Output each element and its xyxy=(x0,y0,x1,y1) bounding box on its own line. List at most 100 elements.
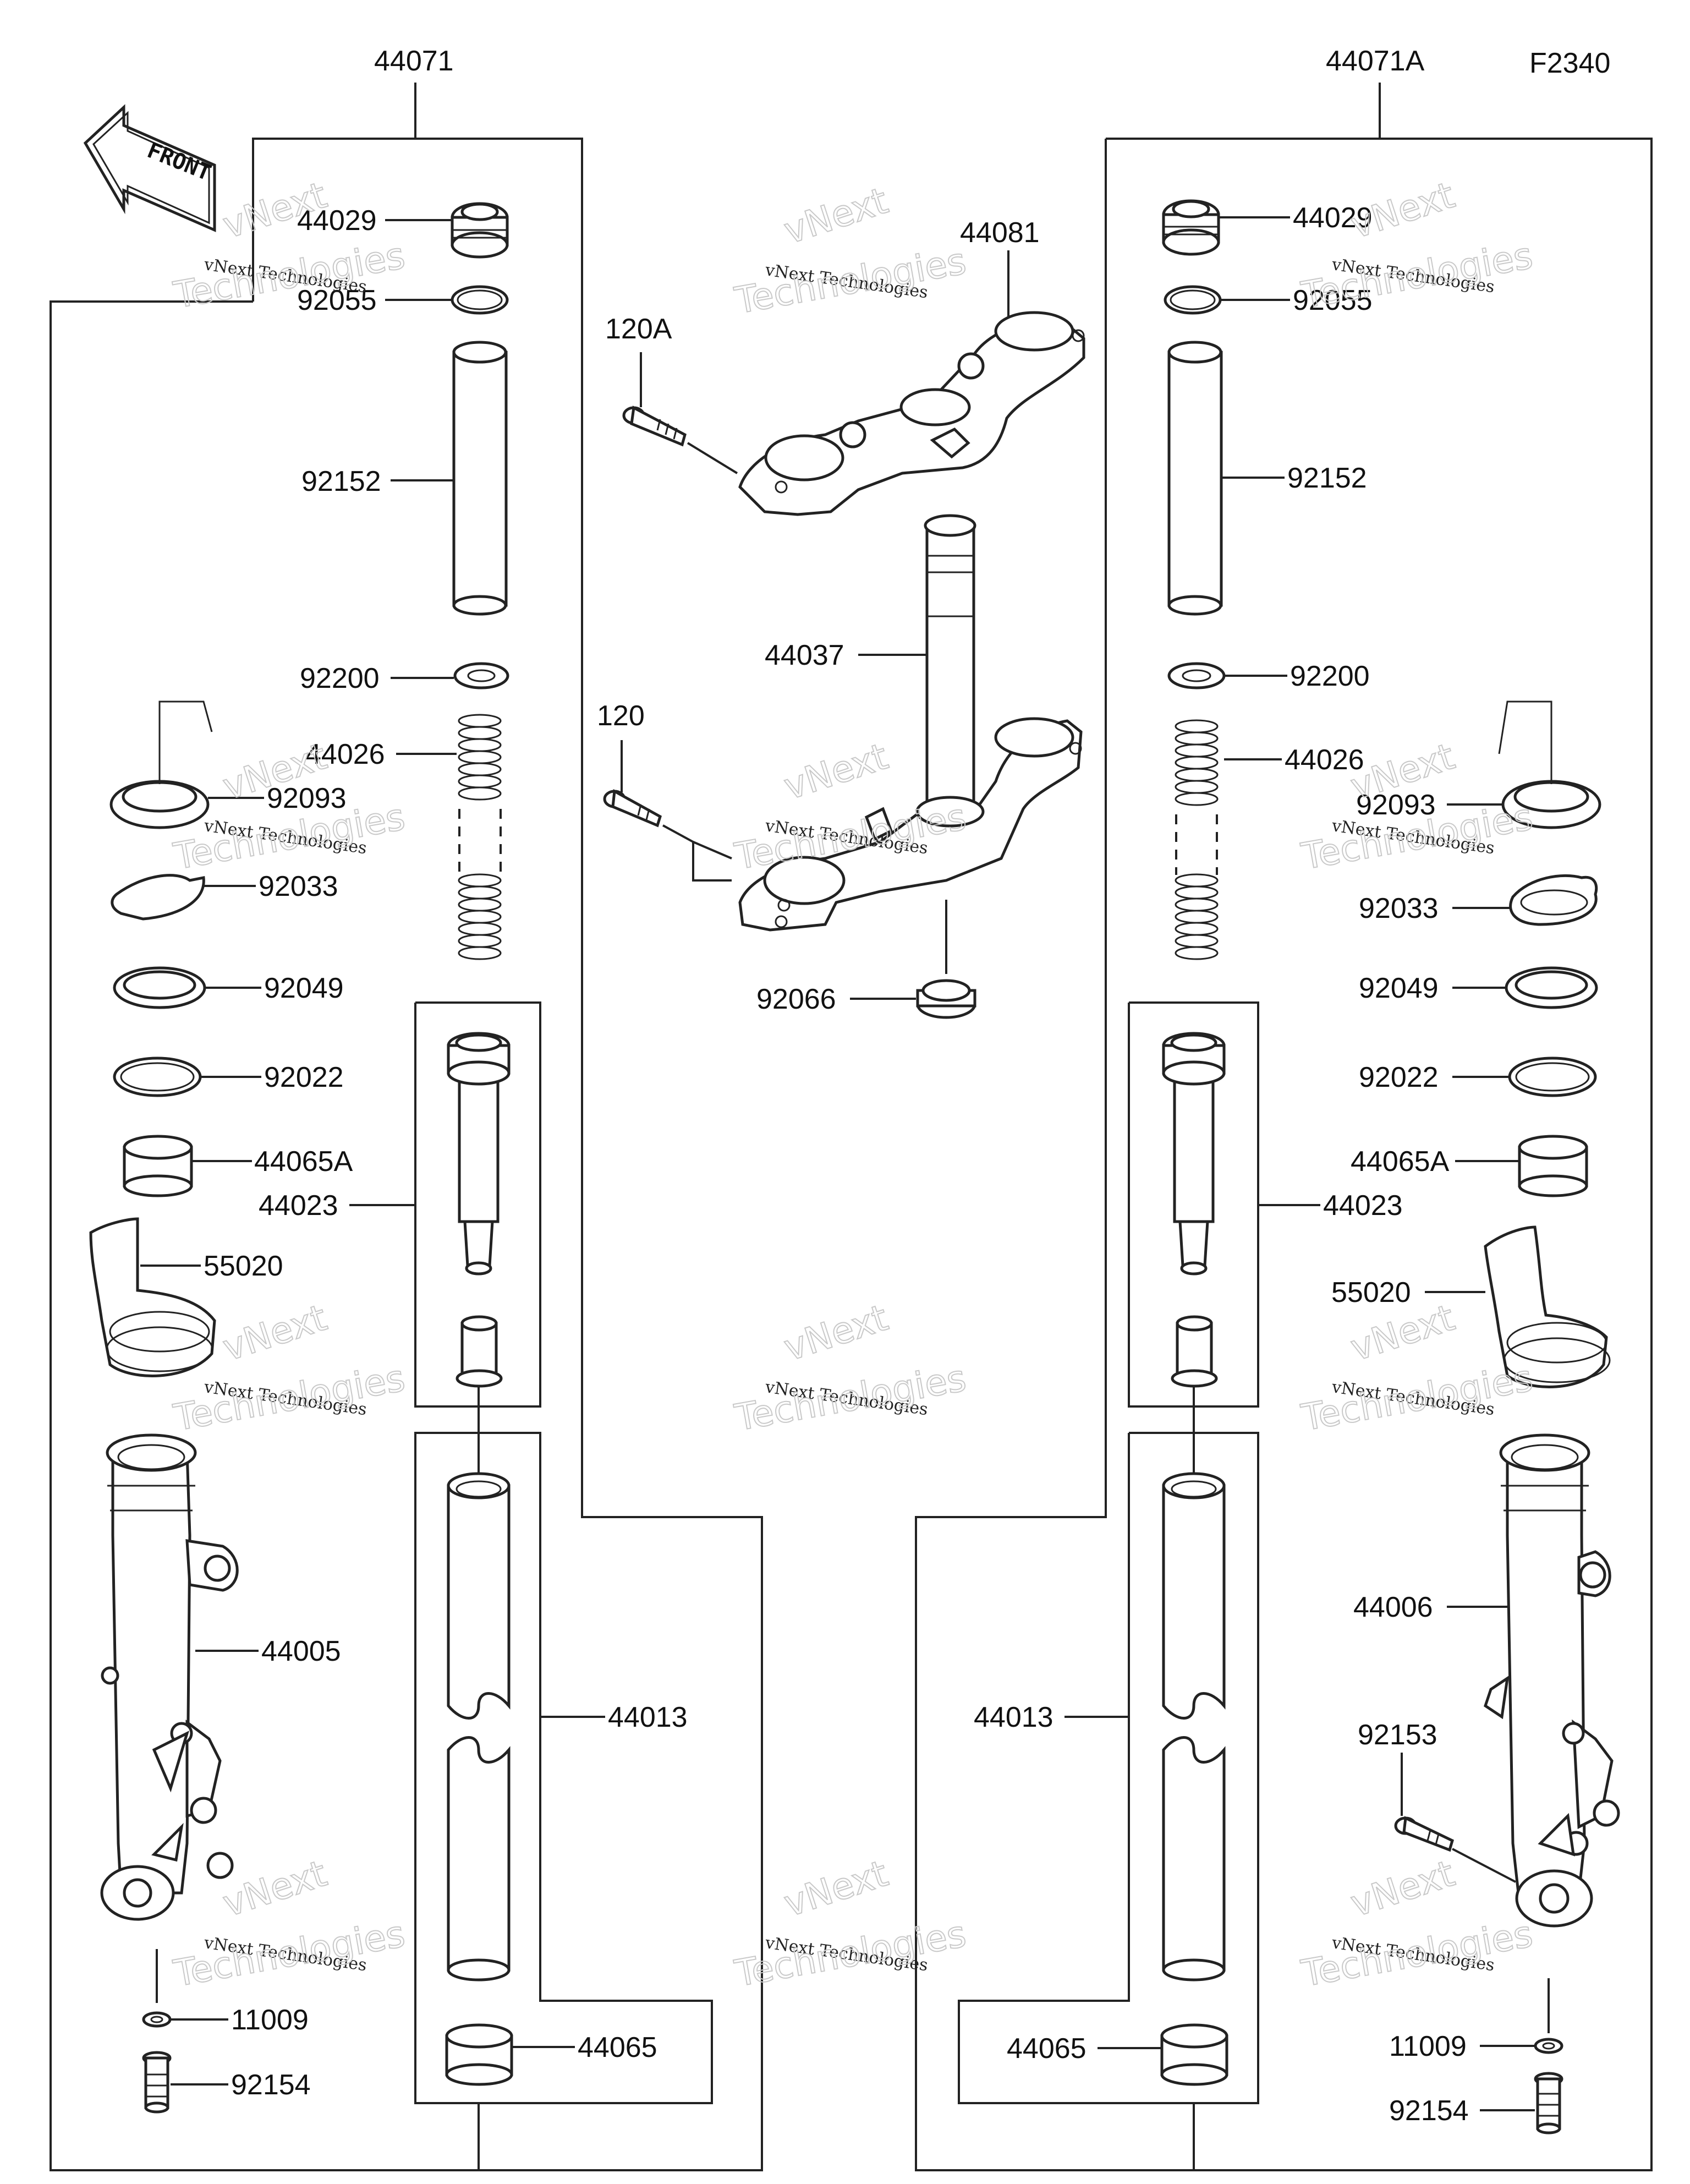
left-pipe-part xyxy=(452,341,508,616)
left-cap-bolt-part xyxy=(451,202,509,259)
left-label-92154: 92154 xyxy=(231,2069,311,2101)
right-stop-ring-part xyxy=(1509,874,1598,926)
watermark-outline-top: vNext xyxy=(779,735,893,808)
spring-coil xyxy=(1175,873,1219,888)
stem-part xyxy=(738,514,1083,932)
left-assembly-number: 44071 xyxy=(374,45,454,77)
watermark-outline-top: vNext xyxy=(218,1852,332,1925)
left-label-44065a: 44065A xyxy=(254,1146,353,1178)
right-outer-tube-part xyxy=(1484,1433,1620,1928)
right-inner-tube-part xyxy=(1162,1472,1226,1982)
left-label-44029: 44029 xyxy=(297,205,377,237)
right-label-44065a: 44065A xyxy=(1351,1146,1450,1178)
right-label-11009: 11009 xyxy=(1389,2030,1467,2062)
spring-coil xyxy=(1175,946,1219,960)
left-washer-part xyxy=(453,662,509,689)
watermark-outline-bottom: Technologies xyxy=(171,1357,408,1439)
left-label-44065: 44065 xyxy=(578,2032,657,2063)
left-cylinder-unit-part xyxy=(447,1032,511,1388)
right-label-92154: 92154 xyxy=(1389,2095,1469,2127)
spring-coil xyxy=(458,750,502,764)
spring-coil xyxy=(458,873,502,888)
left-stop-ring-part xyxy=(111,874,205,921)
spring-coil xyxy=(1175,934,1219,948)
watermark-outline-top: vNext xyxy=(779,179,893,253)
spring-coil xyxy=(458,934,502,948)
left-label-92055: 92055 xyxy=(297,284,377,316)
left-bushing-a-part xyxy=(123,1135,193,1197)
spring-coil xyxy=(458,726,502,740)
left-tube-box xyxy=(414,1432,713,2104)
center-label-44037: 44037 xyxy=(765,639,844,671)
center-label-120: 120 xyxy=(597,700,645,732)
right-label-92200: 92200 xyxy=(1290,660,1370,692)
spring-coil xyxy=(1175,910,1219,924)
right-label-44026: 44026 xyxy=(1285,744,1364,776)
right-assembly-number: 44071A xyxy=(1326,45,1425,77)
left-label-44023: 44023 xyxy=(259,1190,338,1222)
right-cylinder-unit-part xyxy=(1162,1032,1226,1388)
left-label-92152: 92152 xyxy=(301,466,381,497)
front-arrow: FRONT xyxy=(83,104,216,232)
spring-coil xyxy=(1175,756,1219,770)
center-label-92066: 92066 xyxy=(756,983,836,1015)
right-label-44029: 44029 xyxy=(1293,202,1373,234)
left-label-44026: 44026 xyxy=(305,738,385,770)
left-label-55020: 55020 xyxy=(204,1250,283,1282)
bolt-part xyxy=(603,789,662,828)
spring-coil xyxy=(458,714,502,728)
right-label-44006: 44006 xyxy=(1353,1591,1433,1623)
watermark-outline-bottom: Technologies xyxy=(732,1913,969,1995)
right-label-44023: 44023 xyxy=(1323,1190,1403,1222)
right-tube-box xyxy=(958,1432,1259,2104)
right-gasket-part xyxy=(1534,2038,1563,2054)
right-label-92022: 92022 xyxy=(1359,1061,1439,1093)
spring-coil xyxy=(1175,780,1219,794)
left-spring-part xyxy=(458,714,502,960)
right-label-92093: 92093 xyxy=(1356,789,1436,821)
left-label-44013: 44013 xyxy=(608,1701,688,1733)
right-bushing-a-part xyxy=(1518,1135,1588,1197)
right-label-55020: 55020 xyxy=(1331,1277,1411,1309)
watermark-outline-top: vNext xyxy=(1346,174,1459,247)
left-fork-parts: 44029 92055 92152 92200 44026 xyxy=(89,202,688,2114)
left-label-92022: 92022 xyxy=(264,1061,344,1093)
right-label-92153: 92153 xyxy=(1358,1719,1437,1751)
watermark-outline-bottom: Technologies xyxy=(732,240,969,322)
right-washer-part xyxy=(1167,662,1226,689)
right-label-44013: 44013 xyxy=(974,1701,1053,1733)
spring-coil xyxy=(1175,719,1219,734)
upper-bracket-part xyxy=(738,311,1085,516)
center-label-120a: 120A xyxy=(605,313,672,345)
cap-part xyxy=(916,979,976,1019)
left-guard-part xyxy=(89,1217,216,1377)
center-label-44081: 44081 xyxy=(960,217,1040,249)
right-label-44065: 44065 xyxy=(1007,2033,1087,2065)
left-label-44005: 44005 xyxy=(261,1635,341,1667)
spring-coil xyxy=(458,762,502,776)
right-guard-part xyxy=(1484,1225,1611,1388)
left-gasket-part xyxy=(142,2011,172,2028)
left-bushing-part xyxy=(445,2023,513,2086)
spring-coil xyxy=(458,786,502,801)
diagram-code: F2340 xyxy=(1529,47,1610,79)
right-bushing-part xyxy=(1160,2023,1228,2086)
assembly-outlines xyxy=(50,83,1653,2171)
spring-coil xyxy=(458,922,502,936)
right-axle-bolt-part xyxy=(1394,1816,1454,1852)
spring-coil xyxy=(1175,885,1219,900)
spring-coil xyxy=(458,946,502,960)
left-label-11009: 11009 xyxy=(231,2004,309,2036)
right-label-92033: 92033 xyxy=(1359,893,1439,924)
watermark-outline-top: vNext xyxy=(779,1296,893,1370)
left-label-92093: 92093 xyxy=(267,782,347,814)
watermark-outline-top: vNext xyxy=(1346,1852,1459,1925)
spring-coil xyxy=(1175,897,1219,912)
right-spring-part xyxy=(1175,719,1219,960)
watermark-outline-bottom: Technologies xyxy=(1298,1357,1536,1439)
left-bolt-part xyxy=(142,2051,172,2114)
watermark-outline-top: vNext xyxy=(218,1296,332,1370)
watermark-outline-bottom: Technologies xyxy=(171,1913,408,1995)
right-label-92049: 92049 xyxy=(1359,972,1439,1004)
watermark-outline-top: vNext xyxy=(779,1852,893,1925)
